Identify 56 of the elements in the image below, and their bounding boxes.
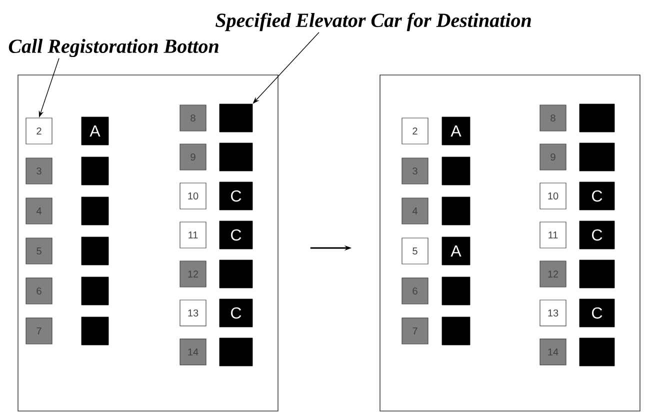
car-indicator: [81, 276, 109, 306]
car-indicator: A: [81, 116, 109, 146]
car-indicator: [81, 196, 109, 226]
car-indicator: [579, 104, 615, 132]
floor-button: 6: [402, 278, 428, 304]
floor-button: 13: [540, 300, 566, 326]
panel-box: [380, 74, 640, 412]
floor-button: 9: [180, 144, 206, 170]
car-indicator: [579, 338, 615, 366]
floor-button: 7: [402, 318, 428, 344]
callout-text: Call Registoration Botton: [8, 38, 218, 58]
car-indicator: [219, 142, 253, 172]
panel-box: [18, 74, 278, 412]
car-indicator: A: [442, 236, 470, 266]
car-indicator: [81, 236, 109, 266]
floor-button: 11: [180, 222, 206, 248]
car-indicator: [219, 338, 253, 366]
floor-button: 9: [540, 144, 566, 170]
car-indicator: [219, 104, 253, 132]
floor-button: 12: [540, 260, 566, 288]
floor-button: 13: [180, 300, 206, 326]
car-indicator: [579, 142, 615, 172]
floor-button: 4: [402, 198, 428, 224]
floor-button: 14: [180, 338, 206, 366]
car-indicator: C: [579, 182, 615, 210]
car-indicator: [442, 196, 470, 226]
car-indicator: [81, 316, 109, 346]
floor-button: 11: [540, 222, 566, 248]
car-indicator: [442, 156, 470, 186]
floor-button: 2: [26, 118, 52, 144]
car-indicator: C: [219, 298, 253, 328]
floor-button: 8: [540, 104, 566, 132]
floor-button: 14: [540, 338, 566, 366]
floor-button: 4: [26, 198, 52, 224]
floor-button: 5: [26, 238, 52, 264]
floor-button: 8: [180, 104, 206, 132]
floor-button: 10: [180, 182, 206, 210]
floor-button: 3: [402, 158, 428, 184]
floor-button: 6: [26, 278, 52, 304]
floor-button: 12: [180, 260, 206, 288]
car-indicator: C: [579, 298, 615, 328]
floor-button: 3: [26, 158, 52, 184]
car-indicator: C: [579, 220, 615, 250]
car-indicator: A: [442, 116, 470, 146]
floor-button: 7: [26, 318, 52, 344]
car-indicator: [442, 276, 470, 306]
car-indicator: C: [219, 220, 253, 250]
car-indicator: [579, 260, 615, 288]
callout-text: Specified Elevator Car for Destination: [216, 12, 531, 32]
car-indicator: [442, 316, 470, 346]
floor-button: 10: [540, 182, 566, 210]
floor-button: 5: [402, 238, 428, 264]
floor-button: 2: [402, 118, 428, 144]
car-indicator: C: [219, 182, 253, 210]
car-indicator: [219, 260, 253, 288]
car-indicator: [81, 156, 109, 186]
